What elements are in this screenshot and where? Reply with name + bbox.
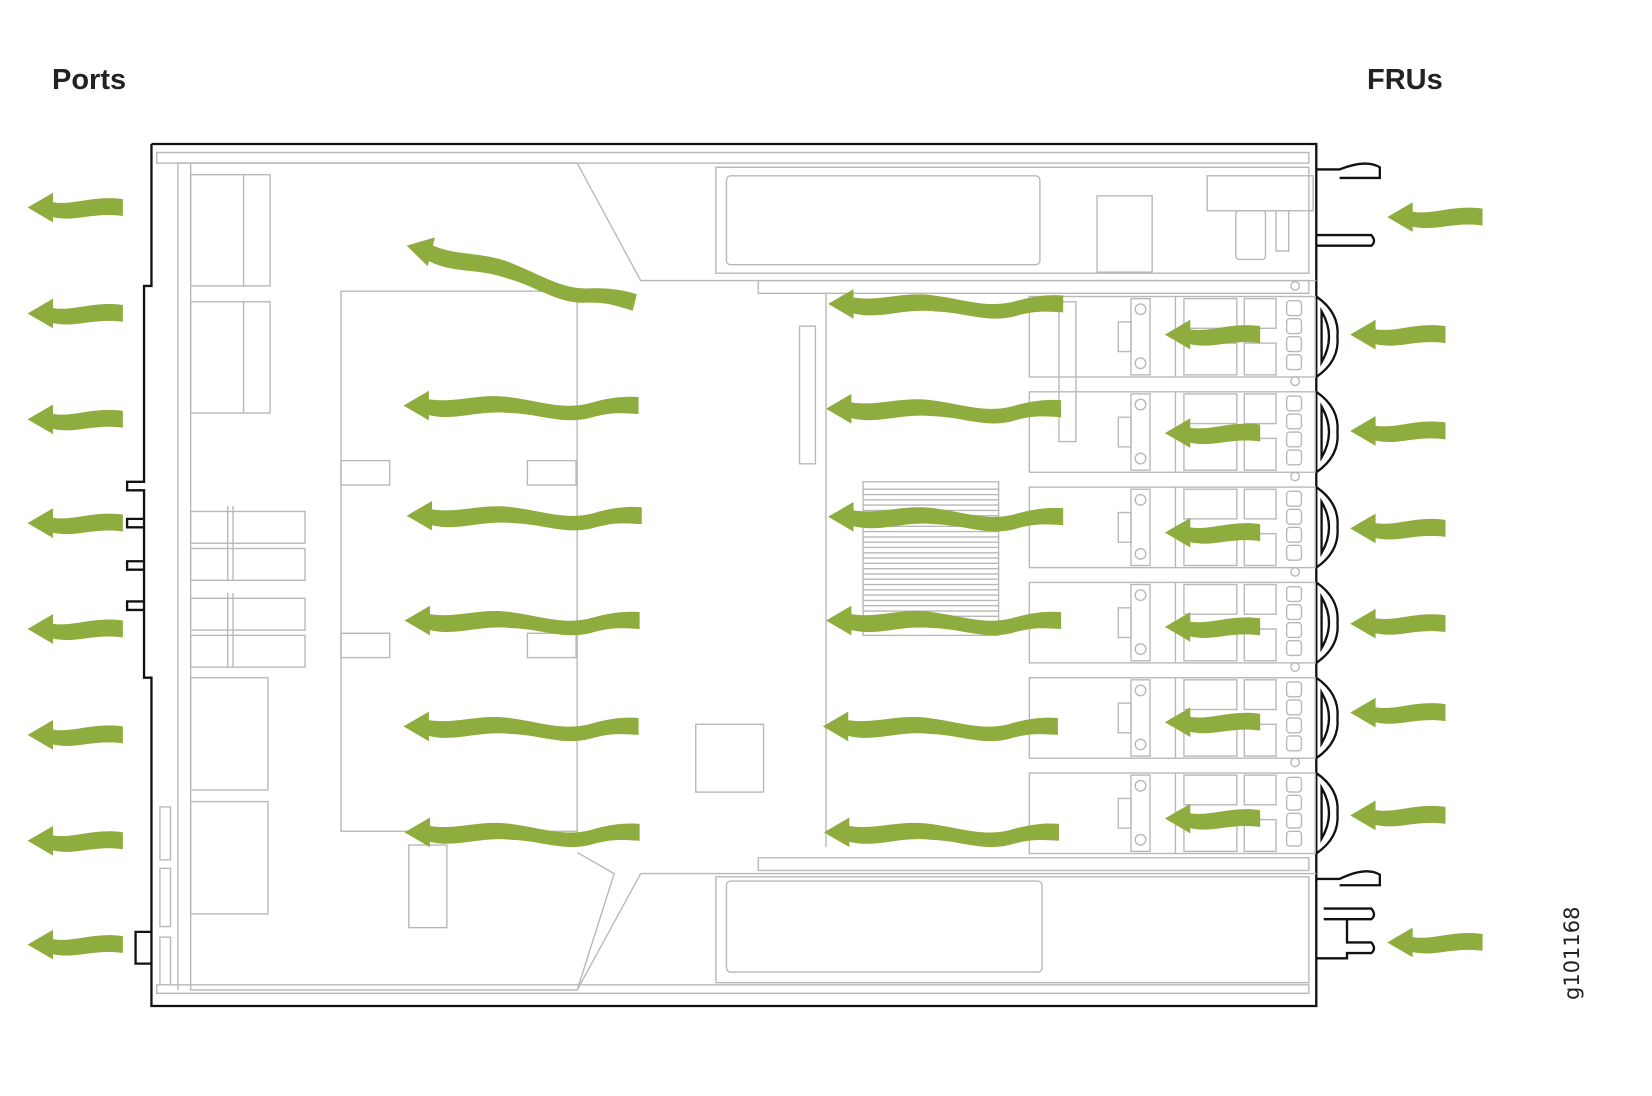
exhaust-arrow: [27, 929, 123, 960]
exhaust-arrow: [27, 192, 123, 223]
fan-airflow-arrow: [1164, 707, 1261, 738]
fan-airflow-arrow: [1164, 517, 1261, 548]
fan-module: [1028, 566, 1339, 664]
internal-airflow-arrow: [403, 231, 639, 317]
intake-arrow: [1350, 608, 1446, 639]
chassis-outline: [125, 142, 1381, 1008]
internal-components: [156, 151, 1339, 994]
intake-arrow: [1350, 513, 1446, 544]
exhaust-arrow: [27, 614, 123, 644]
exhaust-arrow: [27, 825, 123, 856]
intake-arrow: [1387, 202, 1483, 232]
internal-airflow-arrow: [404, 817, 640, 848]
fan-module: [1028, 662, 1339, 760]
internal-airflow-arrow: [823, 817, 1059, 848]
internal-airflow-arrow: [404, 605, 640, 636]
internal-airflow-arrow: [403, 390, 639, 421]
exhaust-arrow: [27, 508, 123, 538]
intake-arrow: [1387, 927, 1483, 958]
intake-arrow: [1350, 319, 1446, 350]
airflow-arrows: [27, 192, 1483, 960]
exhaust-arrow: [27, 298, 123, 329]
internal-airflow-arrow: [826, 393, 1062, 424]
intake-arrow: [1350, 800, 1446, 831]
ports-label: Ports: [52, 64, 127, 96]
fan-module: [1028, 280, 1339, 378]
fan-airflow-arrow: [1164, 319, 1261, 350]
fan-module: [1028, 757, 1339, 855]
fan-module: [1028, 471, 1339, 569]
fan-airflow-arrow: [1164, 612, 1261, 642]
internal-airflow-arrow: [822, 711, 1058, 742]
intake-arrow: [1350, 697, 1446, 728]
frus-label: FRUs: [1367, 64, 1443, 96]
exhaust-arrow: [27, 720, 123, 750]
internal-airflow-arrow: [406, 500, 642, 531]
internal-airflow-arrow: [826, 605, 1062, 636]
fan-airflow-arrow: [1164, 803, 1261, 834]
fan-module: [1028, 376, 1339, 474]
exhaust-arrow: [27, 404, 123, 435]
fan-airflow-arrow: [1164, 418, 1261, 448]
internal-airflow-arrow: [403, 711, 639, 742]
intake-arrow: [1350, 416, 1446, 446]
